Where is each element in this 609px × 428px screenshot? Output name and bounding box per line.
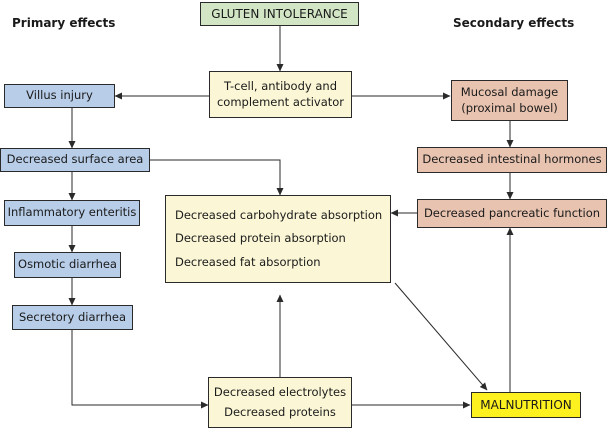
node-electrolytes-line1: Decreased electrolytes [213,384,347,399]
node-malnutrition: MALNUTRITION [471,392,581,418]
arrow-surface-to-absorption [150,159,284,196]
node-activator-line2: complement activator [216,94,345,109]
node-surface-label: Decreased surface area [6,152,144,167]
arrow-absorption-to-malnutrition [394,282,488,391]
heading-secondary-effects: Secondary effects [453,16,575,30]
absorption-protein: Decreased protein absorption [175,231,346,246]
node-secretory-label: Secretory diarrhea [19,309,126,324]
node-osmotic-label: Osmotic diarrhea [18,257,117,272]
absorption-fat: Decreased fat absorption [175,254,321,269]
node-decreased-pancreatic-function: Decreased pancreatic function [417,199,607,228]
node-gluten-label: GLUTEN INTOLERANCE [211,6,348,21]
node-inflammatory-enteritis: Inflammatory enteritis [4,200,140,226]
node-mucosal-line1: Mucosal damage [460,84,559,99]
node-immune-activator: T-cell, antibody and complement activato… [209,71,352,118]
node-mucosal-line2: (proximal bowel) [461,100,558,115]
node-activator-line1: T-cell, antibody and [224,78,337,93]
node-decreased-absorption: Decreased carbohydrate absorption Decrea… [165,195,391,283]
node-decreased-surface-area: Decreased surface area [0,148,150,172]
arrow-secretory-to-electrolytes [71,330,209,409]
node-osmotic-diarrhea: Osmotic diarrhea [14,252,121,278]
node-malnutrition-label: MALNUTRITION [480,397,572,412]
node-decreased-electrolytes: Decreased electrolytes Decreased protein… [208,377,352,428]
heading-primary-effects: Primary effects [12,16,116,30]
node-villus-label: Villus injury [26,88,93,103]
node-pancreatic-label: Decreased pancreatic function [423,205,601,220]
node-secretory-diarrhea: Secretory diarrhea [12,305,133,330]
absorption-carbohydrate: Decreased carbohydrate absorption [175,207,383,222]
node-enteritis-label: Inflammatory enteritis [7,205,137,220]
node-decreased-intestinal-hormones: Decreased intestinal hormones [417,147,607,173]
node-hormones-label: Decreased intestinal hormones [422,152,602,167]
node-villus-injury: Villus injury [4,84,115,108]
node-electrolytes-line2: Decreased proteins [224,404,336,419]
node-gluten-intolerance: GLUTEN INTOLERANCE [200,2,359,26]
node-mucosal-damage: Mucosal damage (proximal bowel) [451,80,568,121]
